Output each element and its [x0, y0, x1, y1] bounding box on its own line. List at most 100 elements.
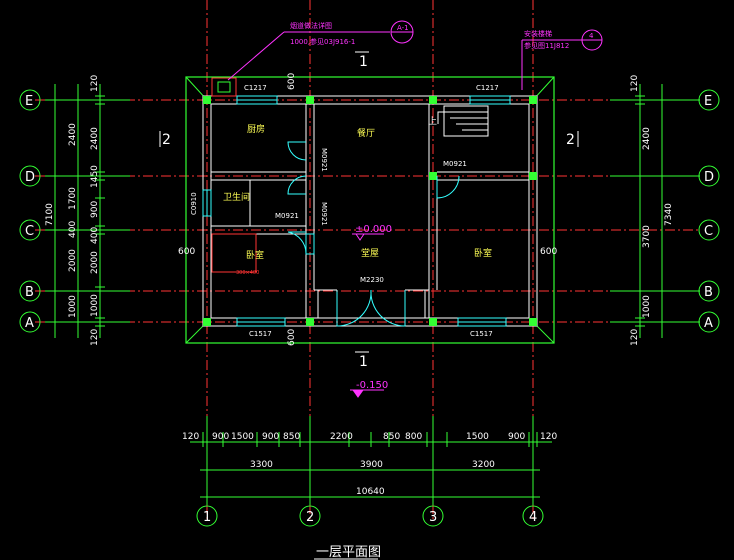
axis-bubble-3: [422, 505, 444, 527]
axis-bubble-B-left: [19, 280, 41, 302]
axis-label-C: C: [704, 224, 713, 239]
axis-label-D: D: [704, 170, 714, 185]
dim-bottom-segment: 1500: [466, 432, 489, 442]
dim-left-segment: 1000: [68, 295, 78, 318]
axis-label-E: E: [704, 94, 712, 109]
column: [529, 318, 537, 326]
axis-label-3: 3: [429, 510, 437, 525]
column: [203, 96, 211, 104]
annotations: [227, 20, 603, 90]
small-mark: 300×400: [236, 270, 259, 276]
axis-bubble-A-right: [698, 311, 720, 333]
dim-bottom-total: 10640: [356, 487, 385, 497]
label-c0910: C0910: [190, 192, 198, 215]
dim-bottom-group: 3200: [472, 460, 495, 470]
room-bedroom-left: 卧室: [246, 249, 264, 261]
label-m0921-bath: M0921: [275, 212, 299, 220]
axis-bubble-A-left: [19, 311, 41, 333]
section-mark-right: 2: [566, 132, 575, 148]
column: [429, 318, 437, 326]
axis-bubble-4: [522, 505, 544, 527]
dim-left-edge: 120: [90, 329, 100, 346]
dim-right-edge: 120: [630, 75, 640, 92]
dim-bottom-segment: 1500: [231, 432, 254, 442]
door-m0921-bed: [287, 231, 307, 255]
dim-bottom-600: 600: [287, 329, 297, 346]
axis-label-A: A: [704, 316, 713, 331]
column: [529, 96, 537, 104]
section-mark-bottom: 1: [359, 354, 368, 370]
label-c1217-right: C1217: [476, 84, 499, 92]
label-m0921-bed: M0921: [320, 202, 328, 226]
label-c1517-right: C1517: [470, 330, 493, 338]
axis-bubble-E-right: [698, 89, 720, 111]
chimney-ref: A-1: [397, 24, 409, 32]
stairs: [437, 105, 489, 137]
axis-label-C: C: [25, 224, 34, 239]
chimney-note-2: 1000,参见03J916-1: [290, 37, 355, 46]
axis-label-A: A: [25, 316, 34, 331]
dim-right-600: 600: [540, 247, 557, 257]
chimney-leader: [227, 31, 285, 81]
columns: [203, 96, 537, 326]
dim-bottom-edge: 120: [182, 432, 199, 442]
dim-right-segment: 3700: [642, 225, 652, 248]
axis-bubble-C-left: [19, 219, 41, 241]
axis-bubble-E-left: [19, 89, 41, 111]
dim-bottom-segment: 900: [508, 432, 525, 442]
window-side: [305, 233, 315, 255]
axis-bubble-D-left: [19, 165, 41, 187]
chimney-inner: [217, 81, 231, 93]
axis-label-4: 4: [529, 510, 537, 525]
doors: [287, 141, 460, 327]
dim-right-segment: 2400: [642, 127, 652, 150]
dim-bottom-segment: 900: [262, 432, 279, 442]
room-living: 堂屋: [361, 247, 379, 259]
axis-bubble-1: [196, 505, 218, 527]
door-m0921-bath: [287, 175, 307, 195]
bed-marker-box: [211, 233, 257, 273]
stair-up-label: 上: [428, 116, 437, 127]
stair-note-1: 安装楼梯: [524, 29, 552, 38]
door-m0921-right: [436, 175, 460, 199]
drawing-title: 一层平面图: [316, 545, 381, 560]
dim-bottom-group: 3300: [250, 460, 273, 470]
axis-bubble-C-right: [698, 219, 720, 241]
column: [429, 96, 437, 104]
dim-left-total: 7100: [45, 203, 55, 226]
stair-arrow: [437, 111, 450, 124]
dim-bottom-edge: 120: [540, 432, 557, 442]
dim-top-600: 600: [287, 73, 297, 90]
chimney-flue: [211, 77, 237, 97]
door-m2230-right: [370, 289, 406, 327]
dim-left-segment: 400: [68, 221, 78, 238]
dim-bottom-segment: 2200: [330, 432, 353, 442]
dim-bottom-segment: 850: [283, 432, 300, 442]
room-kitchen: 厨房: [247, 123, 265, 135]
room-bedroom-right: 卧室: [474, 247, 492, 259]
axis-label-1: 1: [203, 510, 211, 525]
dim-left-600: 600: [178, 247, 195, 257]
dim-right-segment: 1000: [642, 295, 652, 318]
dim-left-segment: 2000: [68, 249, 78, 272]
outside-level: -0.150: [356, 380, 388, 391]
floor-level: ±0.000: [355, 224, 392, 235]
axis-bubble-2: [299, 505, 321, 527]
chimney-note-1: 烟道做法详图: [290, 21, 332, 30]
label-m2230: M2230: [360, 276, 384, 284]
column: [203, 318, 211, 326]
eaves-outline: [185, 76, 555, 344]
label-c1517-left: C1517: [249, 330, 272, 338]
dim-left-segment: 2400: [90, 127, 100, 150]
label-m0921-kitchen: M0921: [320, 148, 328, 172]
stair-outline: [443, 105, 489, 137]
label-m0921-right: M0921: [443, 160, 467, 168]
dim-left-edge: 120: [90, 75, 100, 92]
door-m2230-left: [336, 289, 372, 327]
dim-left-segment: 900: [90, 201, 100, 218]
axis-bubble-B-right: [698, 280, 720, 302]
windows: [202, 95, 511, 327]
column: [306, 96, 314, 104]
column: [429, 172, 437, 180]
